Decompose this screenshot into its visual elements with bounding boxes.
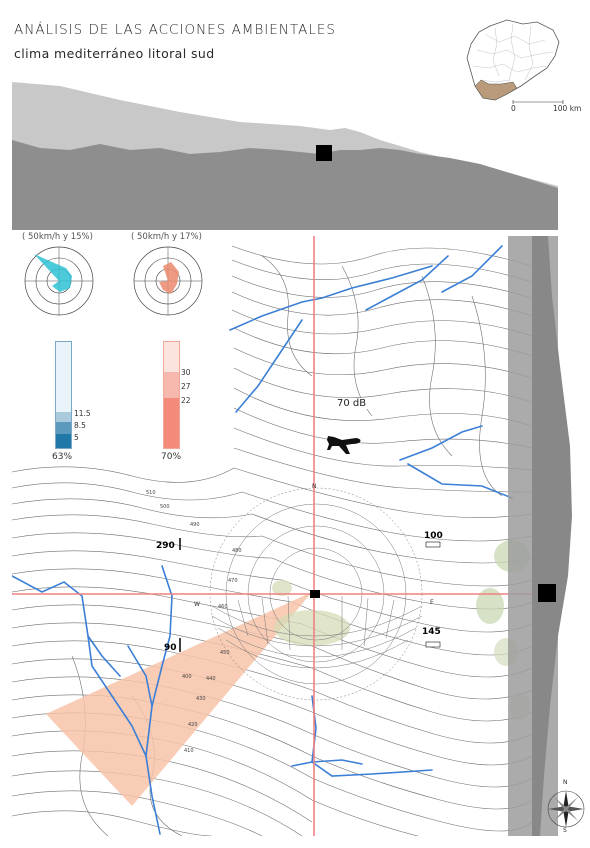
legend-panel: [12, 236, 226, 466]
contour-lines: [12, 245, 533, 836]
humidity-percent: 63%: [52, 452, 73, 462]
noise-level-label: 70 dB: [331, 398, 373, 409]
svg-text:470: 470: [228, 578, 238, 584]
humidity-value-2: 8.5: [74, 421, 86, 430]
elevation-labels: 510 500 490 480 470 460 450 440 430 420 …: [146, 490, 242, 754]
site-marker: [316, 145, 332, 161]
page-subtitle: clima mediterráneo litoral sud: [14, 46, 215, 61]
locator-map: [466, 19, 564, 104]
svg-text:420: 420: [188, 722, 198, 728]
temperature-value-2: 27: [181, 382, 191, 391]
page-title: ANÁLISIS DE LAS ACCIONES AMBIENTALES: [14, 22, 336, 38]
compass-e: E: [430, 599, 434, 606]
temperature-percent: 70%: [161, 452, 182, 462]
wind-caption-left: ( 50km/h y 15%): [22, 232, 93, 242]
compass-w: W: [194, 601, 200, 608]
scale-start-label: 0: [511, 104, 516, 113]
north-arrow-icon: [547, 790, 585, 828]
svg-text:480: 480: [232, 548, 242, 554]
benchmark-90: 90: [164, 643, 177, 653]
sun-sector: [46, 592, 312, 806]
humidity-value-3: 5: [74, 433, 79, 442]
humidity-value-1: 11.5: [74, 409, 91, 418]
benchmark-145: 145: [422, 627, 441, 637]
terrain-section: [12, 82, 558, 230]
svg-text:490: 490: [190, 522, 200, 528]
benchmark-290: 290: [156, 541, 175, 551]
svg-text:410: 410: [184, 748, 194, 754]
site-marker-section: [538, 584, 556, 602]
temperature-value-3: 22: [181, 396, 191, 405]
airplane-icon: [327, 436, 361, 454]
terrain-front-ridge: [12, 140, 558, 230]
svg-text:500: 500: [160, 504, 170, 510]
temperature-value-1: 30: [181, 368, 191, 377]
temperature-bar: [163, 341, 180, 449]
compass-n: N: [312, 483, 317, 490]
south-label: S: [563, 827, 567, 834]
wind-rose-left: [24, 246, 94, 316]
svg-text:440: 440: [206, 676, 216, 682]
svg-text:460: 460: [218, 604, 228, 610]
rivers: [12, 245, 513, 835]
humidity-bar: [55, 341, 72, 449]
sea-profile: [532, 236, 572, 836]
svg-text:430: 430: [196, 696, 206, 702]
vegetation: [272, 540, 530, 720]
region-highlight: [474, 79, 518, 101]
svg-text:450: 450: [220, 650, 230, 656]
wind-caption-right: ( 50km/h y 17%): [131, 232, 202, 242]
scale-end-label: 100 km: [553, 104, 582, 113]
svg-text:510: 510: [146, 490, 156, 496]
site-marker-plan: [310, 590, 320, 598]
benchmark-100: 100: [424, 531, 443, 541]
wind-rose-right: [133, 246, 203, 316]
svg-text:400: 400: [182, 674, 192, 680]
north-label: N: [563, 779, 568, 786]
